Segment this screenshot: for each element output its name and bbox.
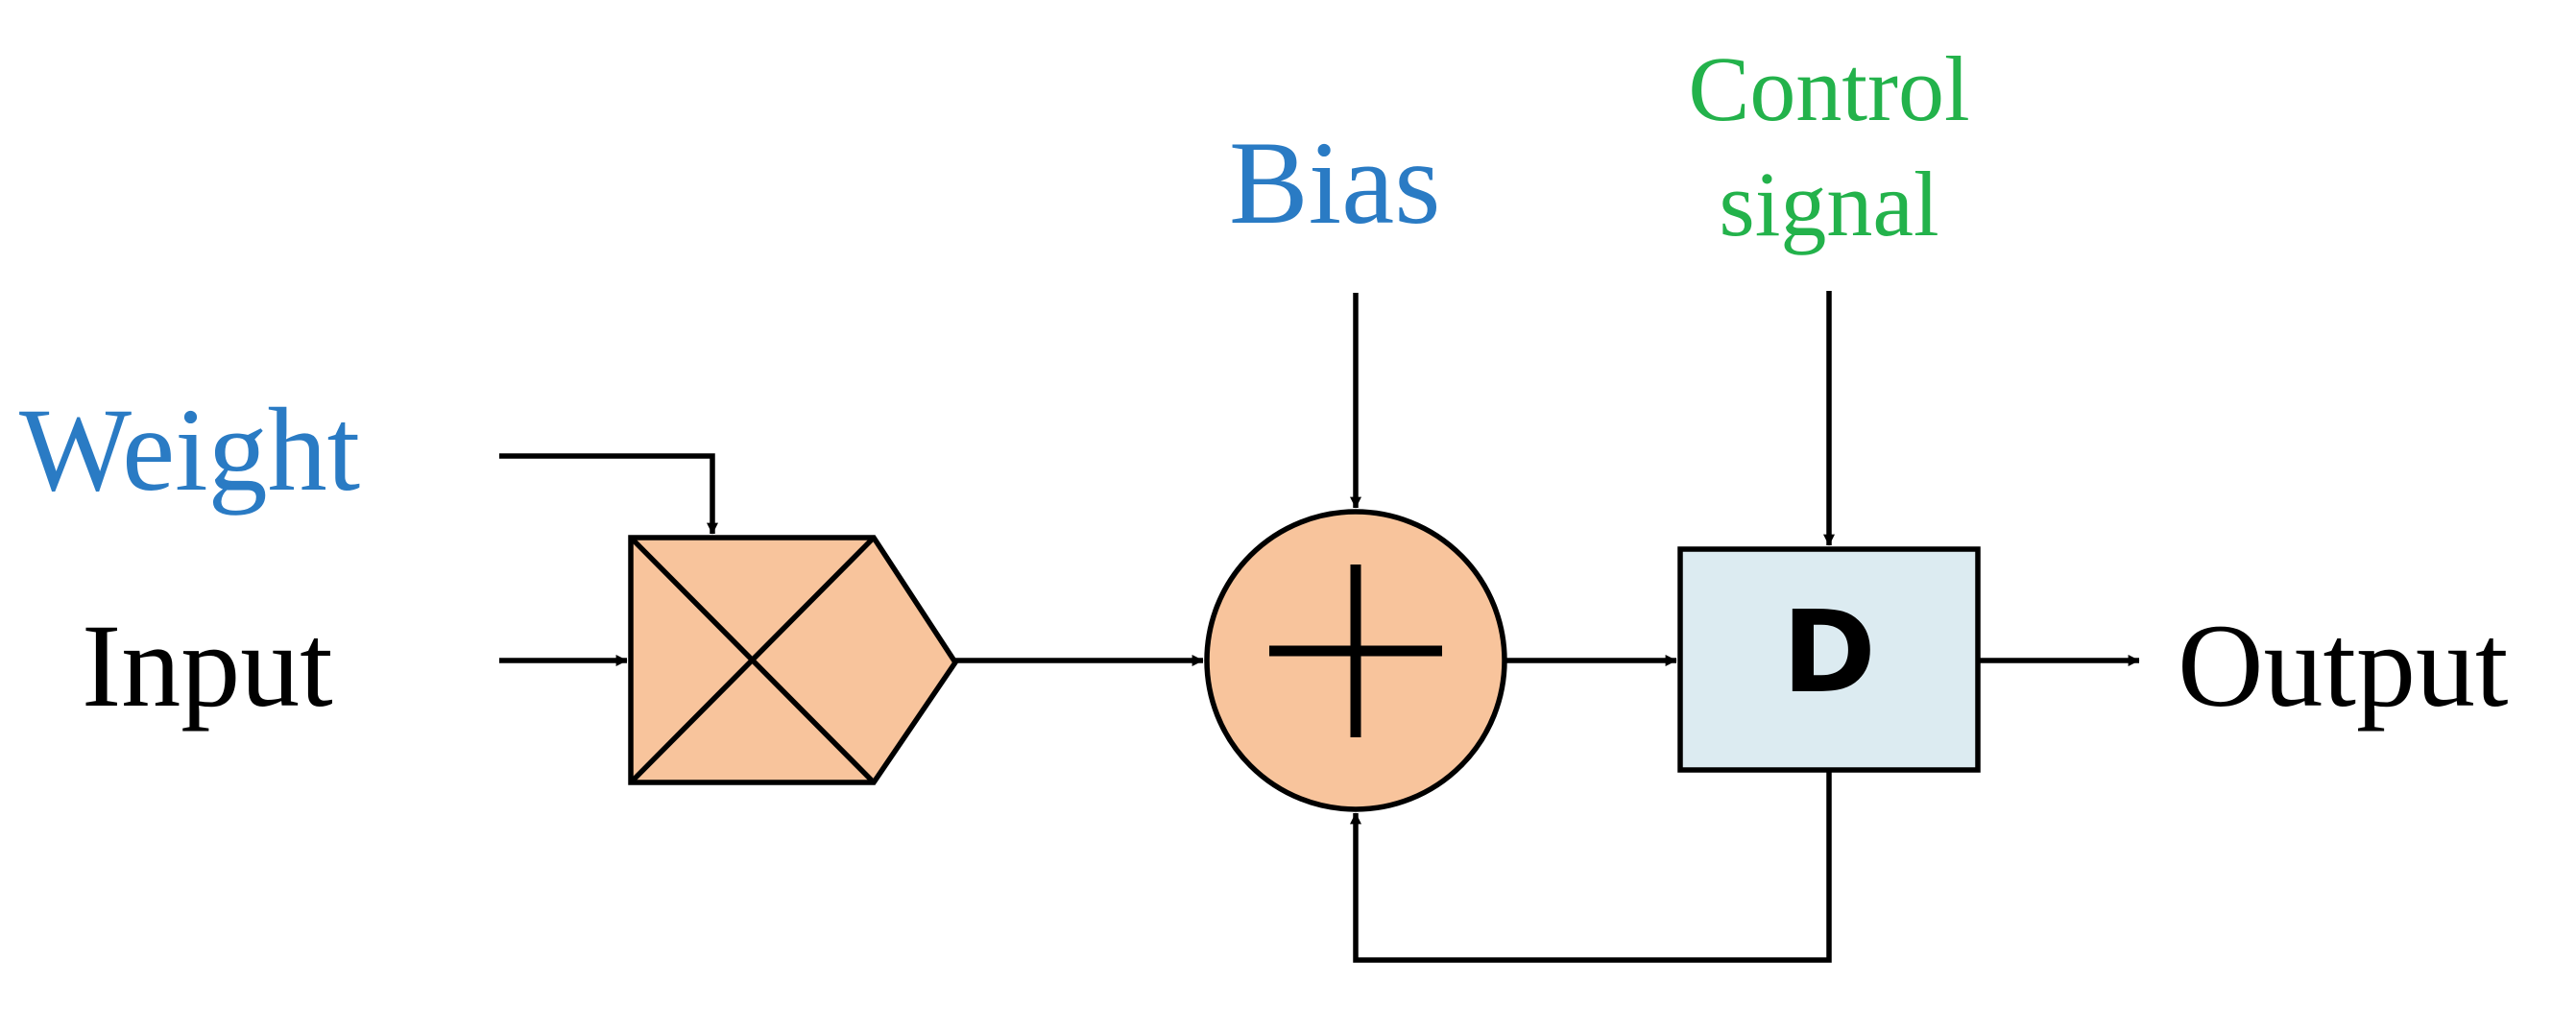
delay-label: D <box>1782 586 1876 718</box>
delay-block: D <box>1677 546 1981 773</box>
weight-arrow <box>499 453 718 535</box>
input-label: Input <box>82 600 333 732</box>
multiplier-block <box>628 535 959 785</box>
control-signal-label-line1: Control <box>1688 37 1969 140</box>
multiplier-shape <box>628 535 959 785</box>
weight-label: Weight <box>19 384 360 516</box>
multiplier-cross-line-b <box>629 536 876 784</box>
bias-label: Bias <box>1229 117 1440 249</box>
feedback-arrow <box>1350 770 1832 963</box>
control-signal-label-line2: signal <box>1719 153 1938 255</box>
adder-block <box>1204 509 1507 812</box>
output-label: Output <box>2178 600 2508 732</box>
